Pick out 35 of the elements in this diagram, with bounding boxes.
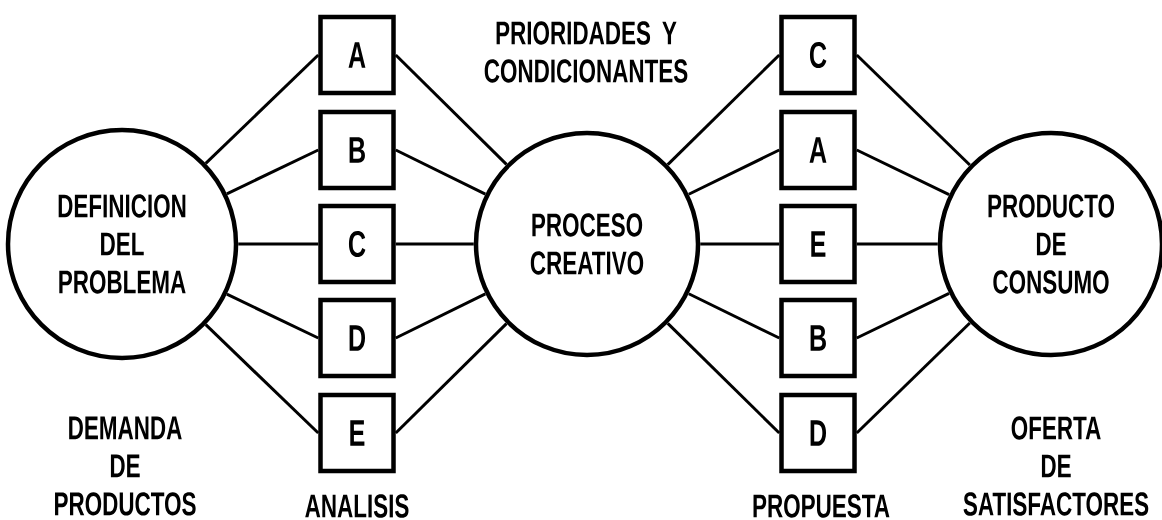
connector-line bbox=[226, 292, 319, 340]
connector-line bbox=[395, 148, 487, 196]
connector-line bbox=[394, 322, 508, 435]
caption-text: DEMANDA DE PRODUCTOS bbox=[55, 416, 196, 516]
connector-line bbox=[204, 323, 320, 435]
connector-line bbox=[666, 322, 781, 435]
letter-box: D bbox=[779, 392, 857, 474]
connector-line bbox=[238, 242, 319, 246]
circle-node: PROCESO CREATIVO bbox=[473, 130, 701, 358]
letter-box: A bbox=[318, 14, 396, 96]
letter-box: A bbox=[779, 109, 857, 191]
connector-line bbox=[856, 242, 938, 246]
circle-node: DEFINICION DEL PROBLEMA bbox=[5, 127, 239, 361]
connector-line bbox=[856, 292, 950, 340]
letter-box: B bbox=[318, 109, 396, 191]
caption-text: OFERTA DE SATISFACTORES bbox=[963, 416, 1149, 516]
connector-line bbox=[856, 148, 950, 197]
connector-line bbox=[204, 53, 320, 165]
letter-box: E bbox=[318, 392, 396, 474]
letter-box: D bbox=[318, 297, 396, 379]
letter-box: E bbox=[779, 203, 857, 285]
connector-line bbox=[394, 53, 508, 166]
connector-line bbox=[688, 292, 780, 340]
connector-line bbox=[855, 53, 971, 167]
letter-box: C bbox=[779, 14, 857, 96]
connector-line bbox=[226, 148, 319, 196]
caption-text: PRIORIDADES Y CONDICIONANTES bbox=[484, 21, 688, 83]
connector-line bbox=[700, 242, 780, 246]
connector-line bbox=[395, 242, 474, 246]
letter-box: C bbox=[318, 203, 396, 285]
connector-line bbox=[666, 53, 781, 166]
connector-line bbox=[855, 321, 971, 435]
connector-line bbox=[395, 292, 487, 340]
letter-box: B bbox=[779, 297, 857, 379]
connector-line bbox=[688, 148, 780, 196]
